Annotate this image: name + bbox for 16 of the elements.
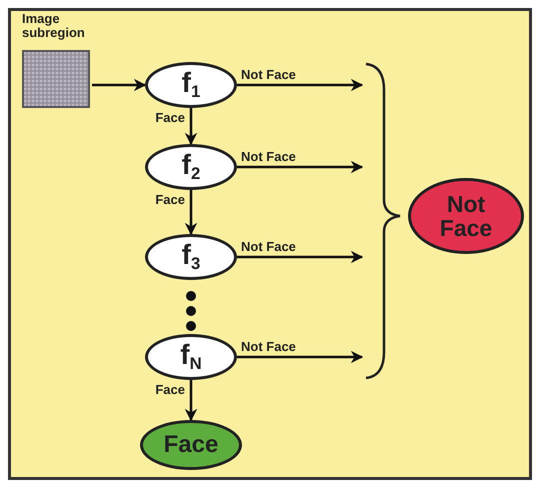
- edge-label: Face: [155, 110, 185, 125]
- edge-label: Not Face: [241, 149, 296, 164]
- arrow: [237, 350, 364, 364]
- arrow: [184, 108, 198, 146]
- edge-label: Not Face: [241, 339, 296, 354]
- edge-label: Face: [155, 192, 185, 207]
- arrow: [92, 78, 146, 92]
- heading-text: Image subregion: [22, 12, 86, 40]
- edge-label: Not Face: [241, 67, 296, 82]
- edge-label: Not Face: [241, 239, 296, 254]
- arrow: [237, 78, 364, 92]
- edge-label: Face: [155, 382, 185, 397]
- arrow: [237, 160, 364, 174]
- arrow: [237, 250, 364, 264]
- arrow: [184, 190, 198, 236]
- arrow: [184, 380, 198, 422]
